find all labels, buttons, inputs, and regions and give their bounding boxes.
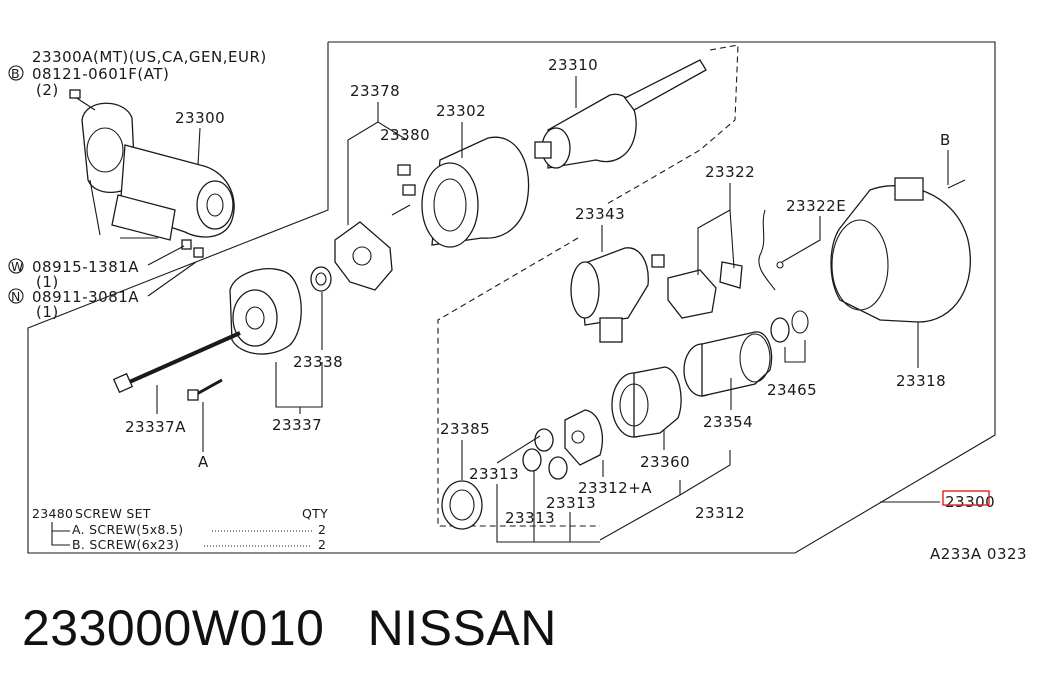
label-a: A <box>198 453 209 471</box>
label-23322E: 23322E <box>786 197 846 215</box>
lever-23322 <box>667 261 743 319</box>
fastener-n-qty: (1) <box>36 303 59 321</box>
rear-cover-23337 <box>229 268 302 355</box>
label-23385: 23385 <box>440 420 490 438</box>
planetary-gear-23313 <box>522 428 568 480</box>
label-23312A: 23312+A <box>578 479 652 497</box>
figure-code: A233A 0323 <box>930 545 1027 563</box>
screw-row-a-label: A. SCREW(5x8.5) <box>72 522 183 537</box>
label-23300: 23300 <box>175 109 225 127</box>
caption-spacer <box>324 600 367 656</box>
assembly-frame <box>27 41 996 554</box>
label-23310: 23310 <box>548 56 598 74</box>
screw-row-a-qty: 2 <box>318 522 326 537</box>
label-23313-c: 23313 <box>546 494 596 512</box>
seal-23385 <box>441 480 483 530</box>
label-23312: 23312 <box>695 504 745 522</box>
caption-brand: NISSAN <box>367 600 557 656</box>
label-23313-b: 23313 <box>505 509 555 527</box>
screw-set-qty-header: QTY <box>302 506 328 521</box>
front-housing-23318 <box>830 177 971 323</box>
label-23322: 23322 <box>705 163 755 181</box>
bolt-qty: (2) <box>36 81 59 99</box>
screw-row-b-label: B. SCREW(6x23) <box>72 537 179 552</box>
bolt-prefix-b: B <box>11 66 20 81</box>
screw-row-b-qty: 2 <box>318 537 326 552</box>
label-23337A: 23337A <box>125 418 186 436</box>
bushing-23338 <box>310 266 332 292</box>
label-23378: 23378 <box>350 82 400 100</box>
label-23465: 23465 <box>767 381 817 399</box>
spring-23322E <box>758 209 784 291</box>
part-caption: 233000W010 NISSAN <box>22 596 557 660</box>
fastener-w-code: 08915-1381A <box>32 258 139 276</box>
screw-set-table: 23480 SCREW SET QTY A. SCREW(5x8.5) 2 B.… <box>32 506 328 552</box>
screw-set-title: SCREW SET <box>75 506 151 521</box>
label-b: B <box>940 131 951 149</box>
label-23302: 23302 <box>436 102 486 120</box>
starter-assembly <box>69 89 235 258</box>
through-bolt-23337A <box>112 331 241 394</box>
highlight-box <box>942 490 990 506</box>
solenoid-23343 <box>570 247 665 343</box>
screw-set-code: 23480 <box>32 506 73 521</box>
label-23354: 23354 <box>703 413 753 431</box>
label-23318: 23318 <box>896 372 946 390</box>
brush-23380 <box>391 164 416 216</box>
internal-gear-23360 <box>611 366 682 438</box>
screw-a <box>187 378 223 401</box>
fastener-prefix-n: N <box>11 289 21 304</box>
label-23360: 23360 <box>640 453 690 471</box>
armature-23310 <box>534 59 707 169</box>
label-23313-a: 23313 <box>469 465 519 483</box>
label-23343: 23343 <box>575 205 625 223</box>
label-23338: 23338 <box>293 353 343 371</box>
fastener-n-code: 08911-3081A <box>32 288 139 306</box>
caption-part-number: 233000W010 <box>22 600 325 656</box>
fastener-prefix-w: W <box>11 259 24 274</box>
bolt-part-number: 08121-0601F(AT) <box>32 65 169 83</box>
yoke-23302 <box>421 136 530 248</box>
pinion-clutch-23354 <box>683 331 773 397</box>
label-23300-highlight: 23300 <box>945 493 995 511</box>
label-23380: 23380 <box>380 126 430 144</box>
label-23337: 23337 <box>272 416 322 434</box>
fastener-w-qty: (1) <box>36 273 59 291</box>
brush-plate-23378 <box>334 221 393 291</box>
stop-ring-23465 <box>770 310 809 343</box>
plate-23312A <box>564 409 603 466</box>
exploded-parts-diagram: 23300A(MT)(US,CA,GEN,EUR) B 08121-0601F(… <box>8 41 1027 563</box>
assembly-variant-note: 23300A(MT)(US,CA,GEN,EUR) <box>32 48 267 66</box>
